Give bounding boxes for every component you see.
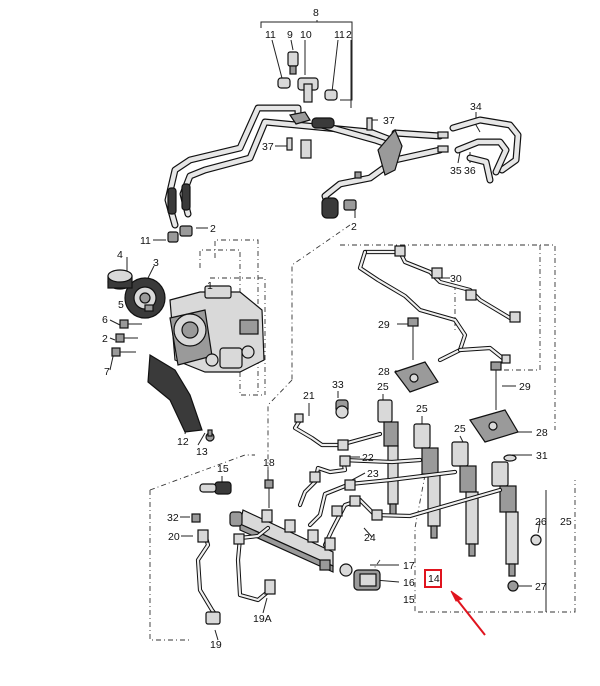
label-29: 29 bbox=[519, 381, 531, 393]
label-18: 18 bbox=[263, 457, 275, 469]
label-26: 26 bbox=[535, 516, 547, 528]
label-15: 15 bbox=[217, 463, 229, 475]
label-19A: 19A bbox=[253, 613, 272, 625]
pump-sprocket bbox=[124, 277, 166, 319]
label-24: 24 bbox=[364, 532, 376, 544]
pointer-arrow bbox=[450, 590, 486, 636]
label-6: 6 bbox=[102, 314, 108, 326]
seal-rings bbox=[503, 454, 542, 592]
pressure-regulator bbox=[319, 559, 381, 591]
label-11: 11 bbox=[334, 29, 345, 41]
leader-lines bbox=[109, 20, 547, 641]
label-10: 10 bbox=[300, 29, 312, 41]
label-3: 3 bbox=[153, 257, 159, 269]
label-25: 25 bbox=[377, 381, 389, 393]
injector-1 bbox=[377, 399, 399, 517]
label-30: 30 bbox=[450, 273, 462, 285]
label-28: 28 bbox=[536, 427, 548, 439]
label-34: 34 bbox=[470, 101, 482, 113]
label-29: 29 bbox=[378, 319, 390, 331]
clamp-bolts bbox=[394, 317, 519, 443]
label-31: 31 bbox=[536, 450, 548, 462]
high-pressure-pump bbox=[147, 285, 265, 442]
part-labels: 8 11 9 10 11 2 37 37 34 35 36 2 11 2 4 3… bbox=[102, 7, 572, 651]
label-37: 37 bbox=[262, 141, 274, 153]
label-8: 8 bbox=[313, 7, 319, 19]
label-17: 17 bbox=[403, 560, 415, 572]
label-16: 16 bbox=[403, 577, 415, 589]
injector-2 bbox=[413, 423, 441, 539]
label-1: 1 bbox=[207, 280, 213, 292]
label-25: 25 bbox=[560, 516, 572, 528]
label-9: 9 bbox=[287, 29, 293, 41]
label-2: 2 bbox=[351, 221, 357, 233]
pump-bolts bbox=[111, 304, 154, 357]
t-connector-10 bbox=[297, 77, 319, 103]
label-4: 4 bbox=[117, 249, 123, 261]
injector-return-line bbox=[357, 245, 521, 364]
fuel-rail bbox=[199, 479, 336, 573]
label-2: 2 bbox=[210, 223, 216, 235]
injector-4 bbox=[491, 461, 519, 577]
label-25: 25 bbox=[416, 403, 428, 415]
label-19: 19 bbox=[210, 639, 222, 651]
label-23: 23 bbox=[367, 468, 379, 480]
label-20: 20 bbox=[168, 531, 180, 543]
label-2: 2 bbox=[102, 333, 108, 345]
label-13: 13 bbox=[196, 446, 208, 458]
label-28: 28 bbox=[378, 366, 390, 378]
label-14: 14 bbox=[428, 573, 440, 585]
injector-3 bbox=[451, 441, 479, 557]
label-27: 27 bbox=[535, 581, 547, 593]
label-15: 15 bbox=[403, 594, 415, 606]
fuel-return-line-assembly bbox=[164, 51, 522, 243]
label-35: 35 bbox=[450, 165, 462, 177]
high-pressure-lines bbox=[292, 399, 503, 548]
label-25: 25 bbox=[454, 423, 466, 435]
label-5: 5 bbox=[118, 299, 124, 311]
label-11: 11 bbox=[140, 235, 151, 247]
highlight-box bbox=[424, 569, 442, 588]
lower-fuel-line bbox=[191, 513, 276, 625]
label-22: 22 bbox=[362, 452, 374, 464]
label-21: 21 bbox=[303, 390, 315, 402]
label-12: 12 bbox=[177, 436, 189, 448]
label-37: 37 bbox=[383, 115, 395, 127]
label-11: 11 bbox=[265, 29, 276, 41]
label-7: 7 bbox=[104, 366, 110, 378]
label-2: 2 bbox=[346, 29, 352, 41]
label-33: 33 bbox=[332, 379, 344, 391]
label-32: 32 bbox=[167, 512, 179, 524]
label-36: 36 bbox=[464, 165, 476, 177]
pump-hub bbox=[107, 269, 133, 290]
pressure-sensor-9 bbox=[287, 51, 299, 75]
